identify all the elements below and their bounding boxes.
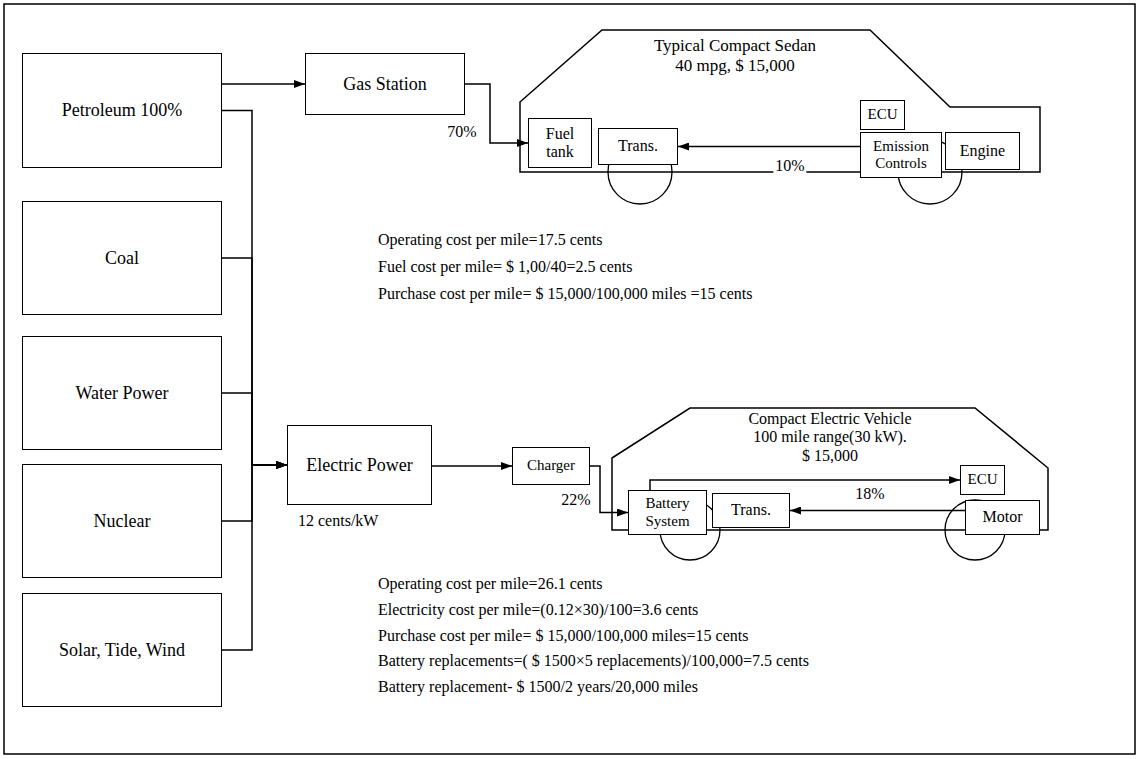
process-box: Nuclear: [22, 464, 222, 578]
flow-arrow: [650, 480, 960, 490]
flow-arrow: [222, 258, 287, 465]
vehicle-outline: Compact Electric Vehicle100 mile range(3…: [600, 400, 1055, 535]
percent-label: 10%: [773, 156, 806, 175]
car-body: [520, 30, 1040, 172]
cost-note: Battery replacement- $ 1500/2 years/20,0…: [378, 677, 698, 696]
process-box: Petroleum 100%: [22, 53, 222, 168]
cost-note: Battery replacements=( $ 1500×5 replacem…: [378, 651, 809, 670]
process-box: Trans.: [712, 493, 790, 528]
vehicle-title: 100 mile range(30 kW).: [695, 428, 965, 446]
box-label: Charger: [527, 457, 575, 474]
process-box: ECU: [960, 465, 1005, 495]
flow-arrow: [222, 83, 305, 85]
frame-border: [4, 4, 1135, 754]
vehicle-title: Typical Compact Sedan: [620, 36, 850, 56]
vehicle-outline: Typical Compact Sedan40 mpg, $ 15,000ECU…: [510, 20, 1050, 178]
box-label: Gas Station: [343, 74, 427, 95]
cost-note: Purchase cost per mile= $ 15,000/100,000…: [378, 284, 752, 303]
process-box: Motor: [965, 500, 1040, 535]
process-box: Engine: [945, 132, 1020, 170]
percent-label: 22%: [559, 490, 592, 509]
box-label: Trans.: [618, 137, 658, 155]
flow-arrow: [222, 393, 287, 465]
vehicle-title: Compact Electric Vehicle: [695, 410, 965, 428]
flow-arrow: [222, 465, 287, 650]
process-box: Electric Power: [287, 425, 432, 505]
box-label: Coal: [105, 248, 139, 269]
flow-arrow: [222, 465, 287, 521]
cost-note: Purchase cost per mile= $ 15,000/100,000…: [378, 626, 748, 645]
process-box: Solar, Tide, Wind: [22, 593, 222, 707]
process-box: Battery System: [628, 490, 707, 535]
process-box: Emission Controls: [860, 132, 942, 178]
flow-arrow: [678, 146, 860, 148]
cost-note: Operating cost per mile=26.1 cents: [378, 574, 603, 593]
connector-group: [222, 84, 965, 650]
box-label: Engine: [960, 142, 1005, 160]
box-label: Petroleum 100%: [62, 100, 182, 121]
box-label: Water Power: [75, 383, 168, 404]
box-label: ECU: [868, 106, 898, 123]
title-block: Typical Compact Sedan40 mpg, $ 15,000: [620, 36, 850, 75]
process-box: Coal: [22, 201, 222, 315]
cost-note: Fuel cost per mile= $ 1,00/40=2.5 cents: [378, 257, 632, 276]
box-label: Battery System: [634, 495, 701, 530]
flow-arrow: [222, 111, 287, 466]
flow-arrow: [790, 510, 965, 512]
process-box: ECU: [860, 100, 905, 130]
box-label: Solar, Tide, Wind: [59, 640, 185, 661]
box-label: Motor: [983, 508, 1023, 526]
cost-note: Operating cost per mile=17.5 cents: [378, 230, 603, 249]
process-box: Water Power: [22, 336, 222, 450]
box-label: Trans.: [731, 501, 771, 519]
flow-arrow: [432, 465, 512, 467]
title-block: Compact Electric Vehicle100 mile range(3…: [695, 410, 965, 465]
process-box: Charger: [512, 447, 590, 485]
process-box: Trans.: [598, 128, 678, 165]
percent-label: 18%: [853, 484, 886, 503]
process-box: Gas Station: [305, 53, 465, 115]
box-label: Emission Controls: [866, 138, 936, 173]
process-box: Fuel tank: [528, 118, 592, 168]
flow-arrow: [590, 466, 628, 513]
box-label: Electric Power: [306, 455, 412, 476]
unit-label: 12 cents/kW: [298, 511, 378, 530]
box-label: Fuel tank: [534, 125, 586, 162]
vehicle-title: $ 15,000: [695, 447, 965, 465]
box-label: ECU: [968, 471, 998, 488]
vehicle-title: 40 mpg, $ 15,000: [620, 56, 850, 76]
cost-note: Electricity cost per mile=(0.12×30)/100=…: [378, 600, 698, 619]
box-label: Nuclear: [94, 511, 151, 532]
percent-label: 70%: [445, 122, 478, 141]
